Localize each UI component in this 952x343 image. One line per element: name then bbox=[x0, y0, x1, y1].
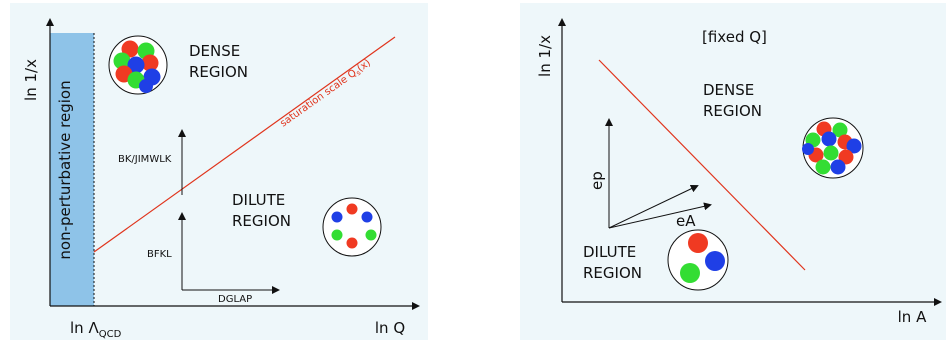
non-perturbative-band bbox=[50, 33, 94, 306]
right-y-axis-label: ln 1/x bbox=[536, 35, 554, 77]
bfkl-label: BFKL bbox=[147, 249, 172, 260]
left-dilute-hadron bbox=[322, 197, 382, 257]
left-dilute-label-line1: DILUTE bbox=[232, 191, 285, 209]
ea-arrow bbox=[608, 202, 712, 229]
right-dilute-label-line1: DILUTE bbox=[583, 243, 636, 261]
left-dense-label-line1: DENSE bbox=[189, 42, 240, 60]
right-dense-label-line1: DENSE bbox=[703, 81, 754, 99]
left-dense-hadron bbox=[108, 35, 168, 95]
ea-diagonal-arrow bbox=[608, 184, 699, 229]
right-dense-nucleus bbox=[802, 117, 864, 179]
right-dilute-nucleus bbox=[667, 229, 729, 291]
non-perturbative-label: non-perturbative region bbox=[56, 80, 74, 259]
right-dilute-label-line2: REGION bbox=[583, 264, 642, 282]
left-y-axis-label: ln 1/x bbox=[22, 59, 40, 101]
saturation-line bbox=[93, 36, 396, 253]
fixed-q-label: [fixed Q] bbox=[702, 28, 767, 46]
right-dense-label-line2: REGION bbox=[703, 102, 762, 120]
left-dilute-label-line2: REGION bbox=[232, 212, 291, 230]
saturation-scale-label: saturation scale Qs(x) bbox=[278, 57, 373, 130]
dglap-label: DGLAP bbox=[218, 294, 252, 305]
lambda-qcd-label: ln ΛQCD bbox=[70, 319, 122, 340]
ea-label: eA bbox=[676, 212, 696, 230]
right-saturation-line bbox=[598, 59, 806, 271]
left-dense-label-line2: REGION bbox=[189, 63, 248, 81]
bk-jimwlk-label: BK/JIMWLK bbox=[118, 154, 172, 165]
left-x-axis-label: ln Q bbox=[375, 319, 405, 337]
right-diagram-panel bbox=[520, 3, 946, 340]
ep-label: ep bbox=[588, 171, 606, 190]
right-x-axis-label: ln A bbox=[898, 308, 927, 326]
